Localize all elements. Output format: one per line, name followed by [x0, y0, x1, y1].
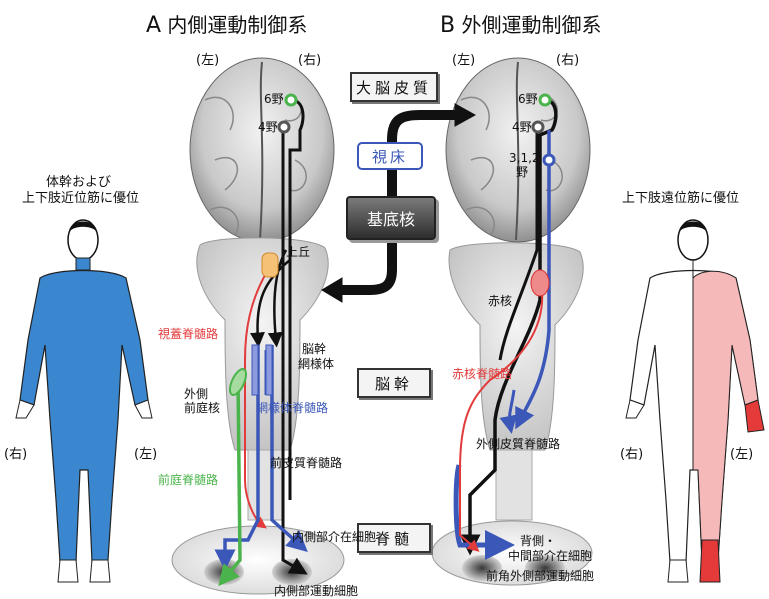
- left-figure-right-label: (右): [4, 448, 27, 462]
- red-nucleus-marker: [531, 270, 549, 296]
- thalamus-box: 視床: [357, 142, 423, 170]
- rubrospinal-label: 赤核脊髄路: [452, 368, 512, 381]
- panel-b-area6-label: 6野: [518, 93, 538, 106]
- panel-b-letter: B: [440, 13, 455, 38]
- left-figure-left-label: (左): [134, 448, 157, 462]
- panel-b-area312-label: 3,1,2: [509, 152, 540, 165]
- lateral-corticospinal-label: 外側皮質脊髄路: [476, 438, 560, 451]
- panel-b-title: B 外側運動制御系: [440, 14, 601, 38]
- right-figure-left-label: (左): [730, 448, 753, 462]
- cerebral-cortex-box: 大脳皮質: [350, 72, 438, 102]
- dorsal-interneuron-label-2: 中間部介在細胞: [508, 550, 592, 563]
- brainstem-reticular-label-2: 網様体: [298, 358, 334, 371]
- left-figure-caption-1: 体幹および: [46, 176, 111, 190]
- anterior-corticospinal-label: 前皮質脊髄路: [270, 457, 342, 470]
- body-figure-right: [626, 220, 764, 582]
- body-figure-left: [16, 220, 152, 582]
- right-figure-right-label: (右): [620, 448, 643, 462]
- panel-a-side-right: (右): [298, 54, 321, 68]
- superior-colliculus-marker: [262, 253, 278, 277]
- lateral-vestibular-label: 外側: [184, 388, 208, 401]
- brainstem-box: 脳幹: [357, 368, 431, 398]
- brain-a: [190, 58, 334, 242]
- brain-b: [446, 58, 590, 242]
- ventral-motor-label: 前角外側部運動細胞: [486, 570, 594, 583]
- panel-a-side-left: (左): [196, 54, 219, 68]
- basal-ganglia-box: 基底核: [346, 196, 436, 240]
- panel-b-side-left: (左): [452, 54, 475, 68]
- panel-a-area6-label: 6野: [264, 93, 284, 106]
- reticulospinal-label: 網様体脊髄路: [256, 402, 328, 415]
- right-figure-caption: 上下肢遠位筋に優位: [622, 192, 739, 206]
- panel-a-title-text: 内側運動制御系: [167, 13, 307, 37]
- medial-interneuron-label: 内側部介在細胞: [292, 531, 376, 544]
- red-nucleus-label: 赤核: [488, 295, 512, 308]
- brainstem-b: [449, 243, 583, 520]
- panel-b-area312-label-2: 野: [516, 166, 528, 179]
- medial-motor-label: 内側部運動細胞: [274, 585, 358, 598]
- panel-b-title-text: 外側運動制御系: [461, 13, 601, 37]
- panel-b-side-right: (右): [556, 54, 579, 68]
- panel-a-area4-label: 4野: [258, 121, 278, 134]
- lateral-vestibular-label-2: 前庭核: [184, 402, 220, 415]
- vestibulospinal-label: 前庭脊髄路: [158, 474, 218, 487]
- superior-colliculus-label: 上丘: [286, 246, 310, 259]
- dorsal-interneuron-label: 背側・: [520, 535, 556, 548]
- left-figure-caption-2: 上下肢近位筋に優位: [22, 192, 139, 206]
- panel-a-title: A 内側運動制御系: [146, 14, 307, 38]
- panel-b-area4-label: 4野: [512, 121, 532, 134]
- tectospinal-label: 視蓋脊髄路: [158, 328, 218, 341]
- panel-a-letter: A: [146, 13, 161, 38]
- brainstem-reticular-label: 脳幹: [302, 343, 326, 356]
